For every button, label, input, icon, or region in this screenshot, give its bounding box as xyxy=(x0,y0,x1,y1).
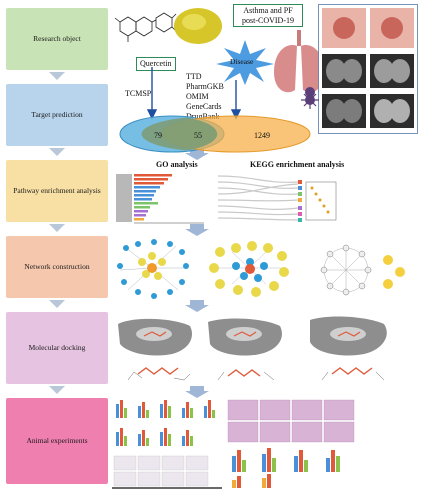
arrow-down-5 xyxy=(49,386,65,394)
kegg-title: KEGG enrichment analysis xyxy=(250,160,345,169)
arrow-down-2 xyxy=(49,148,65,156)
tcmsp-label: TCMSP xyxy=(125,89,152,98)
go-title: GO analysis xyxy=(156,160,198,169)
network-graphs xyxy=(117,239,405,299)
step-research-object: Research object xyxy=(6,8,108,70)
animal-experiment-panels xyxy=(112,399,355,489)
venn-overlap-count: 55 xyxy=(194,131,202,140)
step-animal-experiments: Animal experiments xyxy=(6,398,108,484)
step-target-prediction: Target prediction xyxy=(6,84,108,146)
target-db-genecards: GeneCards xyxy=(186,102,222,111)
step-label: Pathway enrichment analysis xyxy=(13,186,101,196)
step-label: Network construction xyxy=(24,262,90,272)
target-db-omim: OMIM xyxy=(186,92,209,101)
target-db-pharmgkb: PharmGKB xyxy=(186,82,224,91)
virus-icon xyxy=(301,91,319,109)
venn-right-count: 1249 xyxy=(254,131,270,140)
compound-label: Quercetin xyxy=(136,57,176,71)
step-label: Target prediction xyxy=(31,110,83,120)
disease-label: Disease xyxy=(230,57,254,66)
clinical-images-panel xyxy=(318,4,418,134)
arrow-down-3 xyxy=(49,224,65,232)
target-db-drugbank: DrugBank xyxy=(186,112,220,121)
arrow-down-4 xyxy=(49,300,65,308)
kegg-sankey-chart xyxy=(217,175,337,222)
target-db-ttd: TTD xyxy=(186,72,202,81)
step-pathway-enrichment: Pathway enrichment analysis xyxy=(6,160,108,222)
venn-diagram: 79 55 1249 xyxy=(119,115,311,153)
disease-title: Asthma and PF post-COVID-19 xyxy=(233,4,303,28)
go-bar-chart xyxy=(116,174,204,224)
arrow-down-1 xyxy=(49,72,65,80)
quercetin-structure xyxy=(114,12,177,42)
step-network-construction: Network construction xyxy=(6,236,108,298)
step-label: Molecular docking xyxy=(28,343,86,353)
step-molecular-docking: Molecular docking xyxy=(6,312,108,384)
venn-left-count: 79 xyxy=(154,131,162,140)
docking-structures xyxy=(118,316,387,381)
disease-star xyxy=(216,40,274,85)
quercetin-powder-image xyxy=(174,8,222,44)
step-label: Research object xyxy=(33,34,81,44)
step-label: Animal experiments xyxy=(26,436,88,446)
